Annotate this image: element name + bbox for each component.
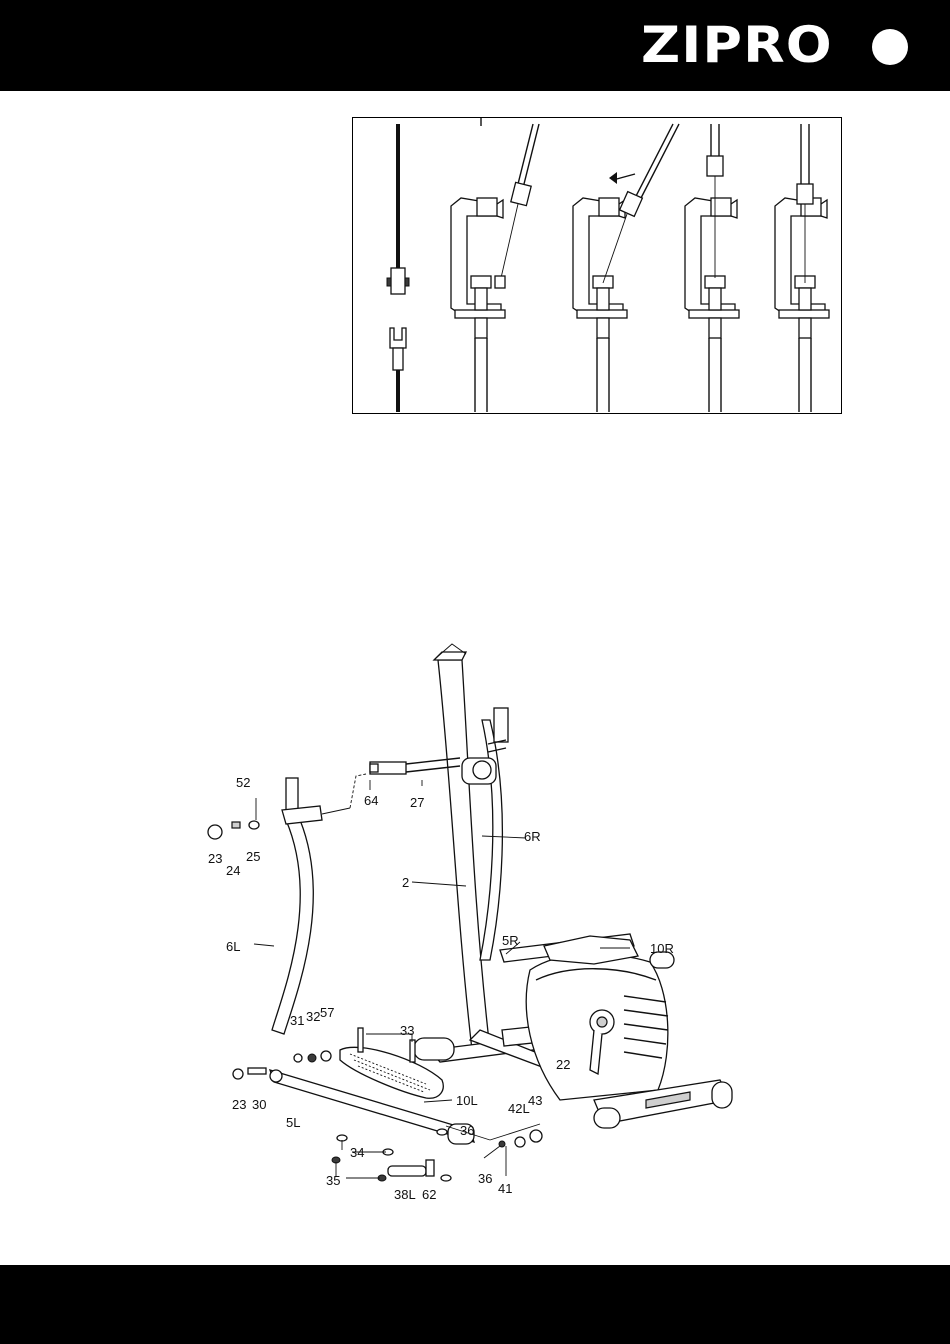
part-label: 42L	[508, 1102, 530, 1115]
part-label: 31	[290, 1014, 304, 1027]
part-label: 5L	[286, 1116, 300, 1129]
part-label: 62	[422, 1188, 436, 1201]
part-label: 34	[350, 1146, 364, 1159]
part-label: 10L	[456, 1094, 478, 1107]
part-label: 22	[556, 1058, 570, 1071]
header-bar: ZIPRO	[0, 0, 950, 91]
part-label: 43	[528, 1094, 542, 1107]
handlebar-left	[272, 820, 313, 1034]
part-label: 36	[460, 1124, 474, 1137]
part-label: 6R	[524, 830, 541, 843]
part-label: 64	[364, 794, 378, 807]
step-1-cable-connectors	[387, 124, 409, 412]
part-label: 2	[402, 876, 409, 889]
cable-connection-figure	[352, 117, 842, 414]
handlebar-right	[480, 720, 502, 960]
part-label: 41	[498, 1182, 512, 1195]
step-5-bracket	[775, 124, 829, 412]
part-label: 30	[252, 1098, 266, 1111]
step-2-bracket	[451, 118, 539, 412]
part-label: 27	[410, 796, 424, 809]
part-label: 24	[226, 864, 240, 877]
elliptical-trainer-illustration	[190, 630, 770, 1220]
assembly-exploded-figure: 52 23 24 25 64 27 6R 2 6L 5R 10R 31 32 5…	[190, 630, 770, 1220]
part-label: 38L	[394, 1188, 416, 1201]
part-label: 23	[232, 1098, 246, 1111]
part-label: 33	[400, 1024, 414, 1037]
part-label: 6L	[226, 940, 240, 953]
step-4-bracket	[685, 124, 739, 412]
part-label: 32	[306, 1010, 320, 1023]
part-label: 25	[246, 850, 260, 863]
part-label: 10R	[650, 942, 674, 955]
part-label: 35	[326, 1174, 340, 1187]
part-label: 52	[236, 776, 250, 789]
part-label: 23	[208, 852, 222, 865]
main-post	[438, 660, 490, 1050]
brand-logo: ZIPRO	[641, 20, 833, 70]
footer-bar	[0, 1265, 950, 1344]
part-label: 36	[478, 1172, 492, 1185]
step-3-bracket	[573, 124, 679, 412]
brand-dot-icon	[872, 29, 908, 65]
cable-steps-illustration	[353, 118, 843, 415]
part-label: 57	[320, 1006, 334, 1019]
part-label: 5R	[502, 934, 519, 947]
